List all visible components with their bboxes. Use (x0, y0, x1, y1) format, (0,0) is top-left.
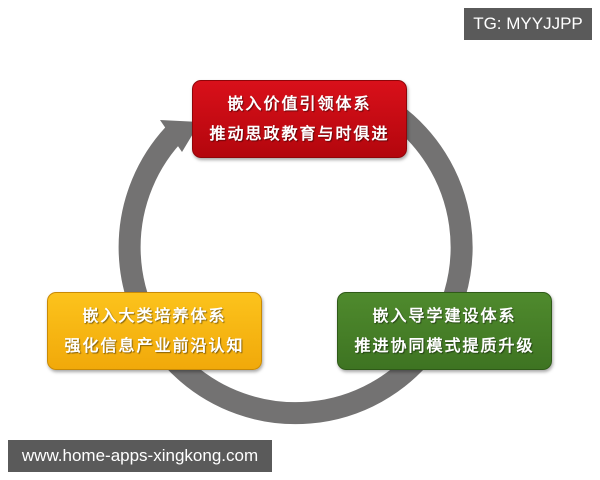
node-value-guidance: 嵌入价值引领体系 推动思政教育与时俱进 (192, 80, 407, 158)
cycle-arc (118, 103, 473, 425)
node-title: 嵌入大类培养体系 (82, 306, 227, 325)
node-subtitle: 推进协同模式提质升级 (354, 336, 535, 355)
node-title: 嵌入导学建设体系 (372, 306, 517, 325)
node-mentorship: 嵌入导学建设体系 推进协同模式提质升级 (337, 292, 552, 370)
watermark-bottom-left: www.home-apps-xingkong.com (8, 440, 272, 472)
node-major-training: 嵌入大类培养体系 强化信息产业前沿认知 (47, 292, 262, 370)
node-subtitle: 推动思政教育与时俱进 (209, 124, 390, 143)
node-title: 嵌入价值引领体系 (227, 94, 372, 113)
arrow-head-icon (160, 120, 200, 152)
node-subtitle: 强化信息产业前沿认知 (64, 336, 245, 355)
watermark-top-right: TG: MYYJJPP (464, 8, 592, 40)
